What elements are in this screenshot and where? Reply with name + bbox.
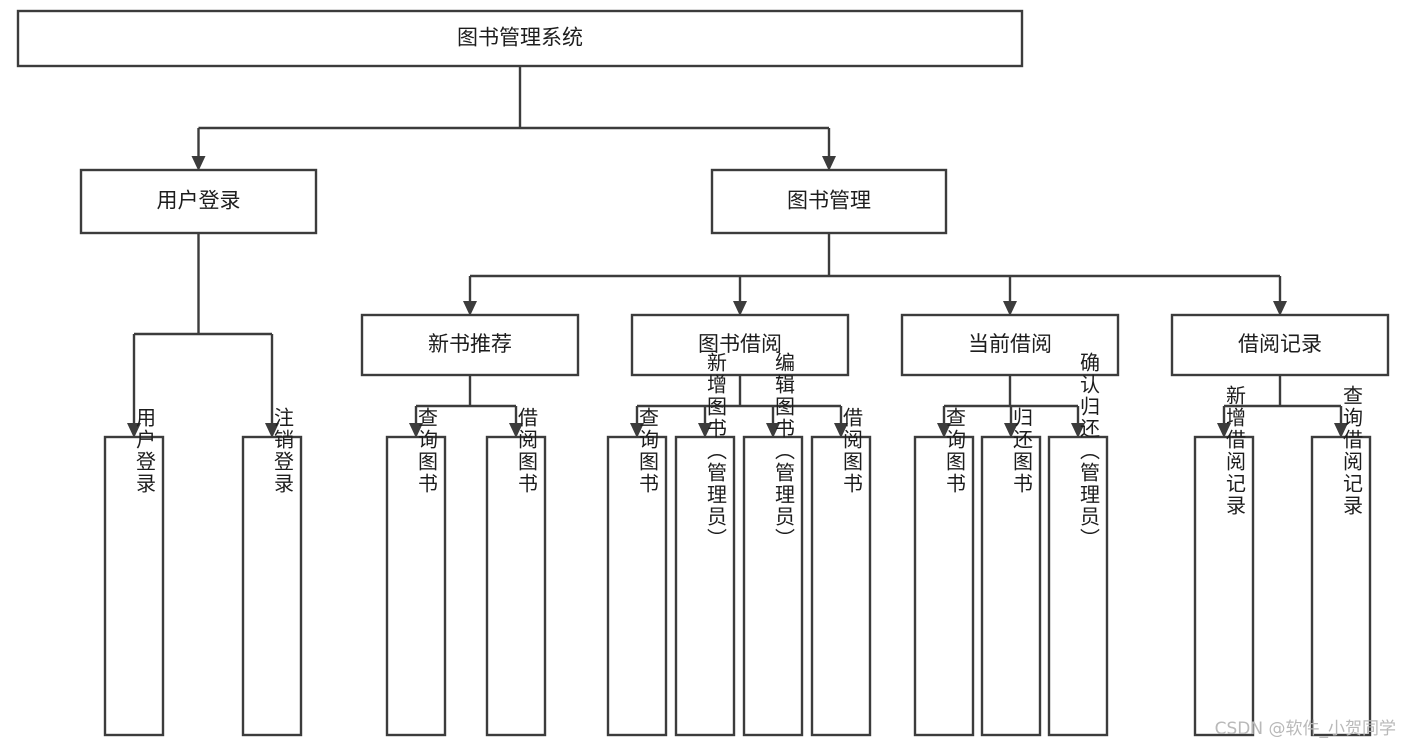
node-leaf-rec-borrow-box[interactable]	[485, 435, 547, 737]
node-leaf-user-login-label: 用户登录	[133, 407, 157, 495]
arrow-head-icon	[409, 423, 423, 438]
node-book-borrow-label: 图书借阅	[698, 332, 782, 356]
arrow-head-icon	[191, 156, 206, 171]
node-leaf-borrow-query[interactable]: 查询图书	[606, 407, 668, 737]
node-user-login-box[interactable]	[79, 168, 318, 235]
arrow-head-icon	[265, 423, 279, 438]
node-leaf-current-confirm[interactable]: 确认归还（管理员）	[1047, 352, 1109, 737]
node-leaf-current-query[interactable]: 查询图书	[913, 407, 975, 737]
node-borrow-record-label: 借阅记录	[1238, 332, 1322, 356]
node-leaf-current-return-label: 归还图书	[1010, 407, 1034, 495]
node-leaf-user-logout-box[interactable]	[241, 435, 303, 737]
arrow-head-icon	[463, 301, 477, 316]
connector-group-user-login	[127, 233, 279, 438]
connector-group-root	[191, 66, 836, 171]
node-leaf-current-return[interactable]: 归还图书	[980, 407, 1042, 737]
node-leaf-current-return-box[interactable]	[980, 435, 1042, 737]
arrow-head-icon	[937, 423, 951, 438]
node-leaf-borrow-query-label: 查询图书	[636, 407, 660, 495]
connector-layer	[127, 66, 1348, 438]
node-book-manage-label: 图书管理	[787, 189, 871, 213]
connector-group-borrow-record	[1217, 375, 1348, 438]
node-current-borrow-box[interactable]	[900, 313, 1120, 377]
node-leaf-record-add-label: 新增借阅记录	[1223, 385, 1247, 517]
node-leaf-borrow-add-box[interactable]	[674, 435, 736, 737]
node-new-book-rec-label: 新书推荐	[428, 332, 512, 356]
node-leaf-current-confirm-label: 确认归还（管理员）	[1077, 352, 1101, 550]
arrow-head-icon	[1273, 301, 1287, 316]
node-leaf-borrow-lend-label: 借阅图书	[840, 407, 864, 495]
arrow-head-icon	[822, 156, 836, 171]
node-leaf-borrow-add-label: 新增图书（管理员）	[704, 352, 728, 550]
node-book-borrow[interactable]: 图书借阅	[630, 313, 850, 377]
node-book-borrow-box[interactable]	[630, 313, 850, 377]
connector-group-book-manage	[463, 233, 1287, 316]
node-new-book-rec-box[interactable]	[360, 313, 580, 377]
arrow-head-icon	[733, 301, 747, 316]
connector-group-new-book-rec	[409, 375, 523, 438]
node-root-label: 图书管理系统	[457, 26, 583, 50]
node-leaf-rec-borrow[interactable]: 借阅图书	[485, 407, 547, 737]
node-leaf-borrow-edit-label: 编辑图书（管理员）	[772, 352, 796, 550]
node-leaf-rec-query[interactable]: 查询图书	[385, 407, 447, 737]
arrow-head-icon	[1071, 423, 1085, 438]
node-leaf-rec-borrow-label: 借阅图书	[515, 407, 539, 495]
node-leaf-borrow-query-box[interactable]	[606, 435, 668, 737]
node-leaf-user-login[interactable]: 用户登录	[103, 407, 165, 737]
node-leaf-borrow-lend[interactable]: 借阅图书	[810, 407, 872, 737]
arrow-head-icon	[1004, 423, 1018, 438]
node-book-manage-box[interactable]	[710, 168, 948, 235]
node-leaf-current-confirm-box[interactable]	[1047, 435, 1109, 737]
node-leaf-user-login-box[interactable]	[103, 435, 165, 737]
arrow-head-icon	[1003, 301, 1017, 316]
node-leaf-borrow-edit[interactable]: 编辑图书（管理员）	[742, 352, 804, 737]
node-leaf-user-logout-label: 注销登录	[271, 407, 295, 495]
csdn-watermark: CSDN @软件_小贺同学	[1215, 719, 1396, 739]
node-leaf-current-query-box[interactable]	[913, 435, 975, 737]
node-leaf-borrow-add[interactable]: 新增图书（管理员）	[674, 352, 736, 737]
node-new-book-rec[interactable]: 新书推荐	[360, 313, 580, 377]
arrow-head-icon	[1217, 423, 1231, 438]
node-leaf-record-query[interactable]: 查询借阅记录	[1310, 385, 1372, 737]
node-current-borrow[interactable]: 当前借阅	[900, 313, 1120, 377]
node-leaf-record-add-box[interactable]	[1193, 435, 1255, 737]
node-book-manage[interactable]: 图书管理	[710, 168, 948, 235]
connector-group-book-borrow	[630, 375, 848, 438]
arrow-head-icon	[509, 423, 523, 438]
node-root[interactable]: 图书管理系统	[16, 9, 1024, 68]
arrow-head-icon	[630, 423, 644, 438]
node-borrow-record[interactable]: 借阅记录	[1170, 313, 1390, 377]
node-user-login[interactable]: 用户登录	[79, 168, 318, 235]
node-leaf-borrow-edit-box[interactable]	[742, 435, 804, 737]
arrow-head-icon	[766, 423, 780, 438]
node-borrow-record-box[interactable]	[1170, 313, 1390, 377]
arrow-head-icon	[834, 423, 848, 438]
node-leaf-user-logout[interactable]: 注销登录	[241, 407, 303, 737]
node-layer: 图书管理系统用户登录图书管理新书推荐图书借阅当前借阅借阅记录用户登录注销登录查询…	[16, 9, 1390, 737]
node-root-box[interactable]	[16, 9, 1024, 68]
node-leaf-record-query-box[interactable]	[1310, 435, 1372, 737]
node-leaf-borrow-lend-box[interactable]	[810, 435, 872, 737]
node-user-login-label: 用户登录	[157, 189, 241, 213]
node-leaf-record-query-label: 查询借阅记录	[1340, 385, 1364, 517]
node-leaf-record-add[interactable]: 新增借阅记录	[1193, 385, 1255, 737]
node-leaf-current-query-label: 查询图书	[943, 407, 967, 495]
node-leaf-rec-query-label: 查询图书	[415, 407, 439, 495]
arrow-head-icon	[698, 423, 712, 438]
node-current-borrow-label: 当前借阅	[968, 332, 1052, 356]
connector-group-current-borrow	[937, 375, 1085, 438]
node-leaf-rec-query-box[interactable]	[385, 435, 447, 737]
arrow-head-icon	[127, 423, 141, 438]
arrow-head-icon	[1334, 423, 1348, 438]
